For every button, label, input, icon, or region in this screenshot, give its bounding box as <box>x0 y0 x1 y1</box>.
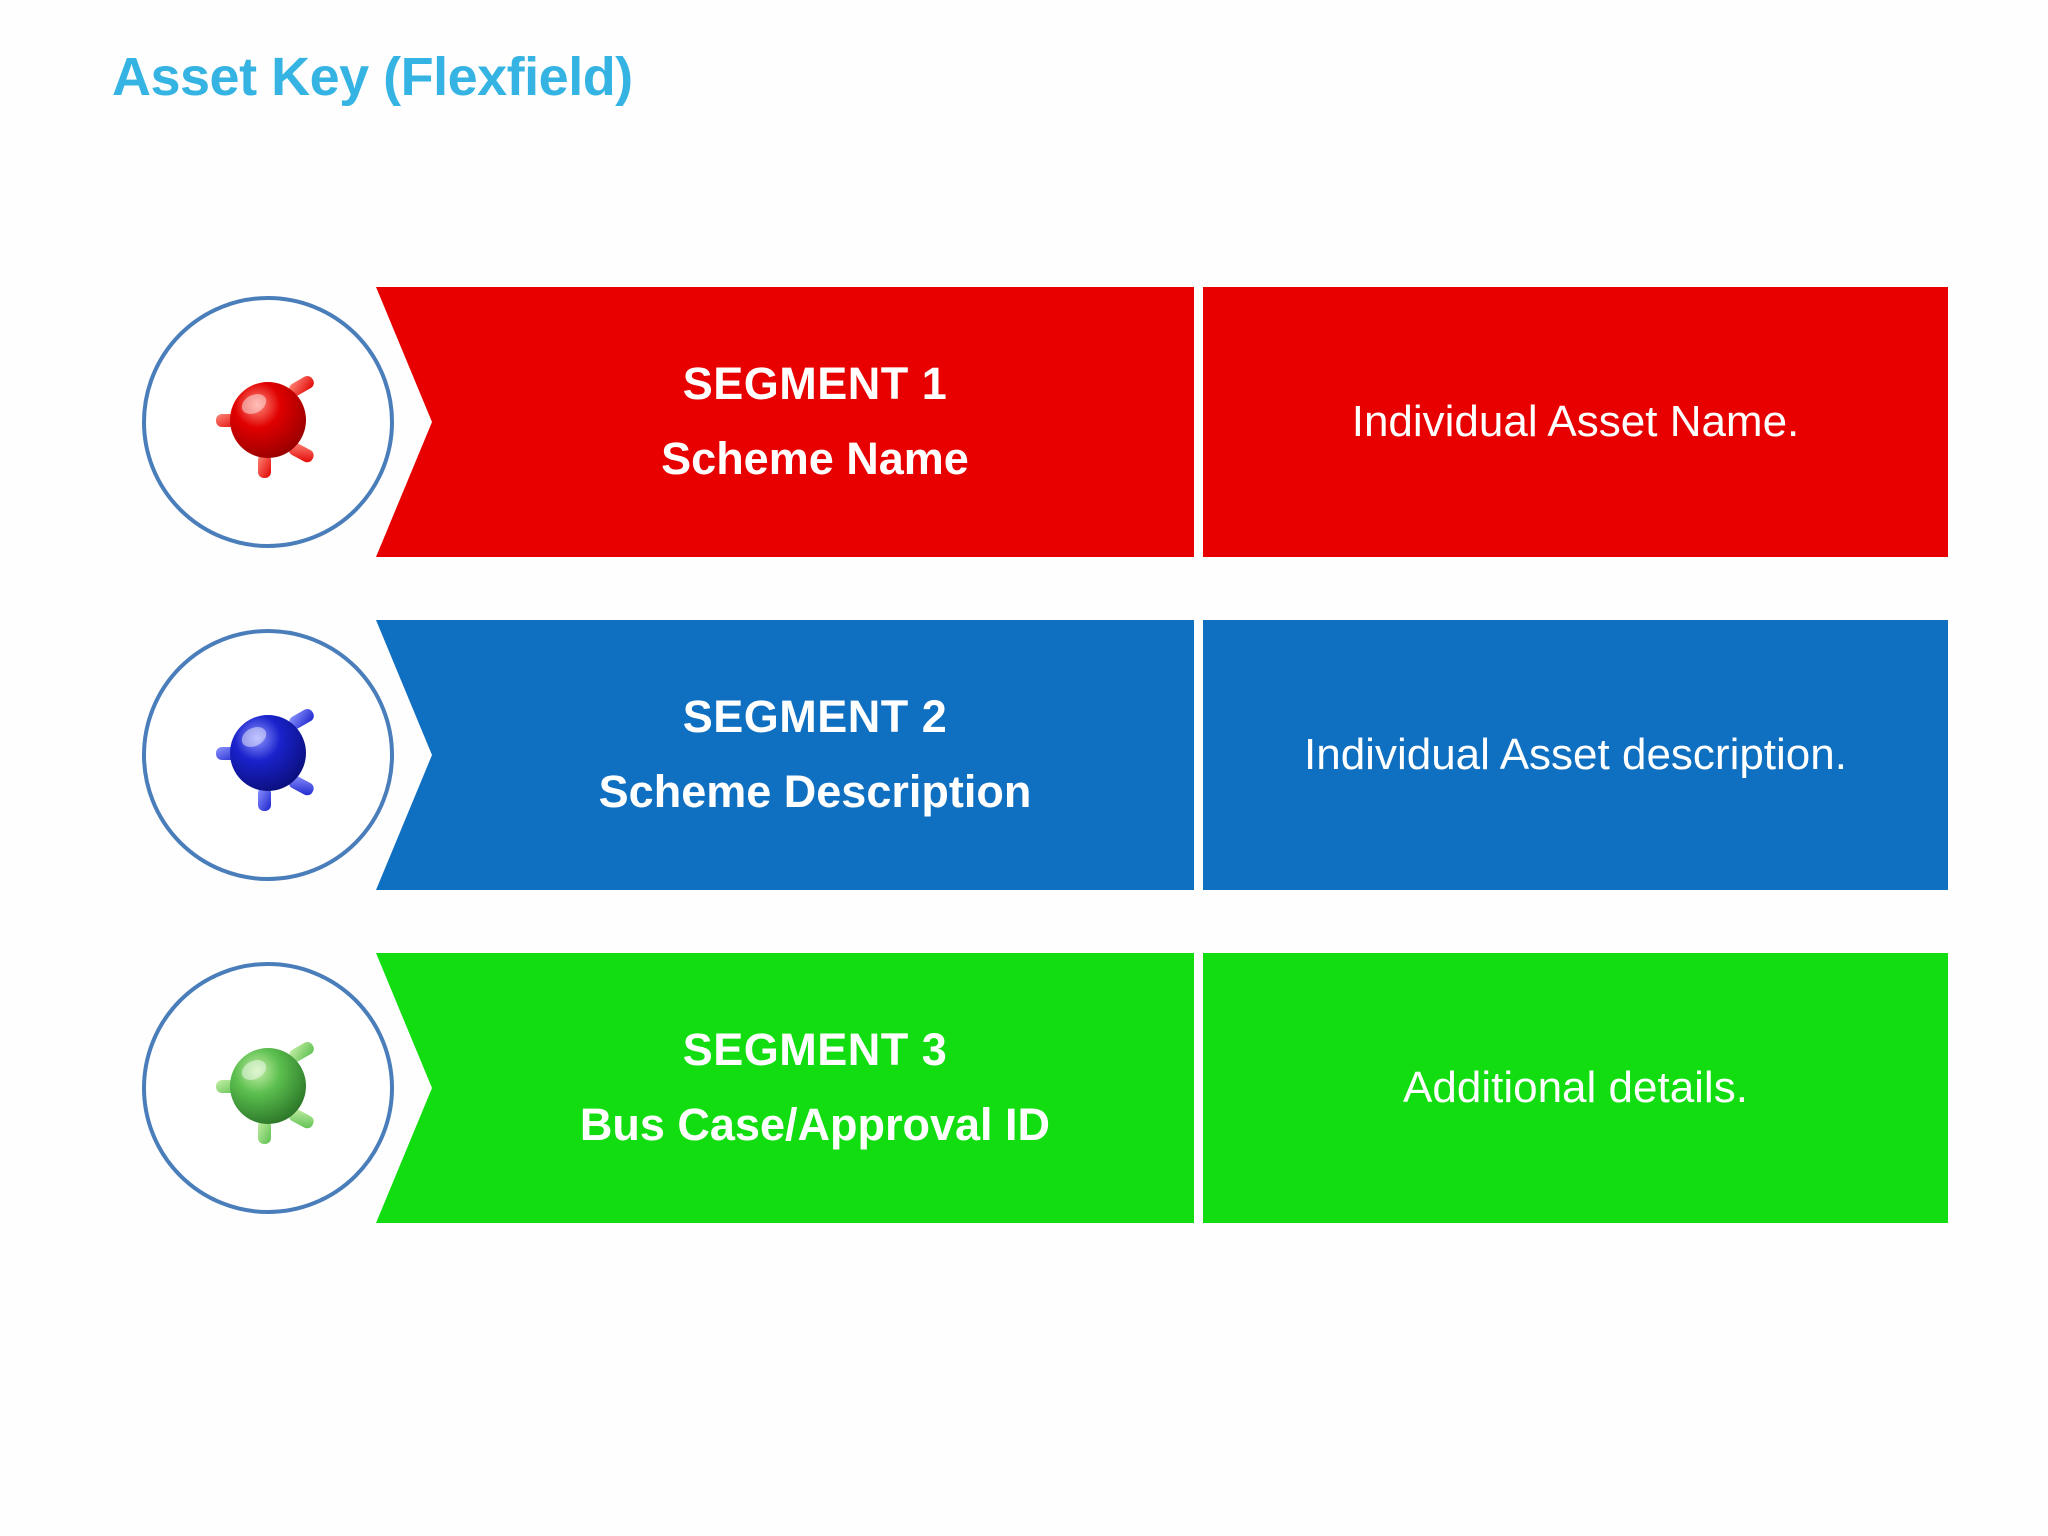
sphere-node-icon <box>208 1028 328 1148</box>
segment-badge-circle <box>142 296 394 548</box>
segment-description-panel[interactable]: Additional details. <box>1203 953 1948 1223</box>
segment-description-panel[interactable]: Individual Asset description. <box>1203 620 1948 890</box>
segment-banner[interactable]: SEGMENT 1 Scheme Name <box>376 287 1194 557</box>
segment-row: SEGMENT 3 Bus Case/Approval ID Additiona… <box>0 953 2048 1223</box>
segment-description-text: Individual Asset description. <box>1304 730 1847 780</box>
segment-title: SEGMENT 1 <box>682 358 948 410</box>
segment-badge-circle <box>142 629 394 881</box>
segment-subtitle: Scheme Description <box>598 766 1032 817</box>
segment-title: SEGMENT 2 <box>682 691 948 743</box>
segment-banner[interactable]: SEGMENT 3 Bus Case/Approval ID <box>376 953 1194 1223</box>
sphere-node-icon <box>208 362 328 482</box>
sphere-node-icon <box>208 695 328 815</box>
segment-title: SEGMENT 3 <box>682 1024 948 1076</box>
segment-banner[interactable]: SEGMENT 2 Scheme Description <box>376 620 1194 890</box>
segment-badge-circle <box>142 962 394 1214</box>
segment-description-text: Individual Asset Name. <box>1351 397 1800 447</box>
segment-description-text: Additional details. <box>1403 1063 1748 1113</box>
segment-row: SEGMENT 1 Scheme Name Individual Asset N… <box>0 287 2048 557</box>
segment-row: SEGMENT 2 Scheme Description Individual … <box>0 620 2048 890</box>
segment-description-panel[interactable]: Individual Asset Name. <box>1203 287 1948 557</box>
segment-subtitle: Bus Case/Approval ID <box>579 1099 1051 1150</box>
segment-subtitle: Scheme Name <box>661 433 969 484</box>
page-title: Asset Key (Flexfield) <box>112 47 633 107</box>
